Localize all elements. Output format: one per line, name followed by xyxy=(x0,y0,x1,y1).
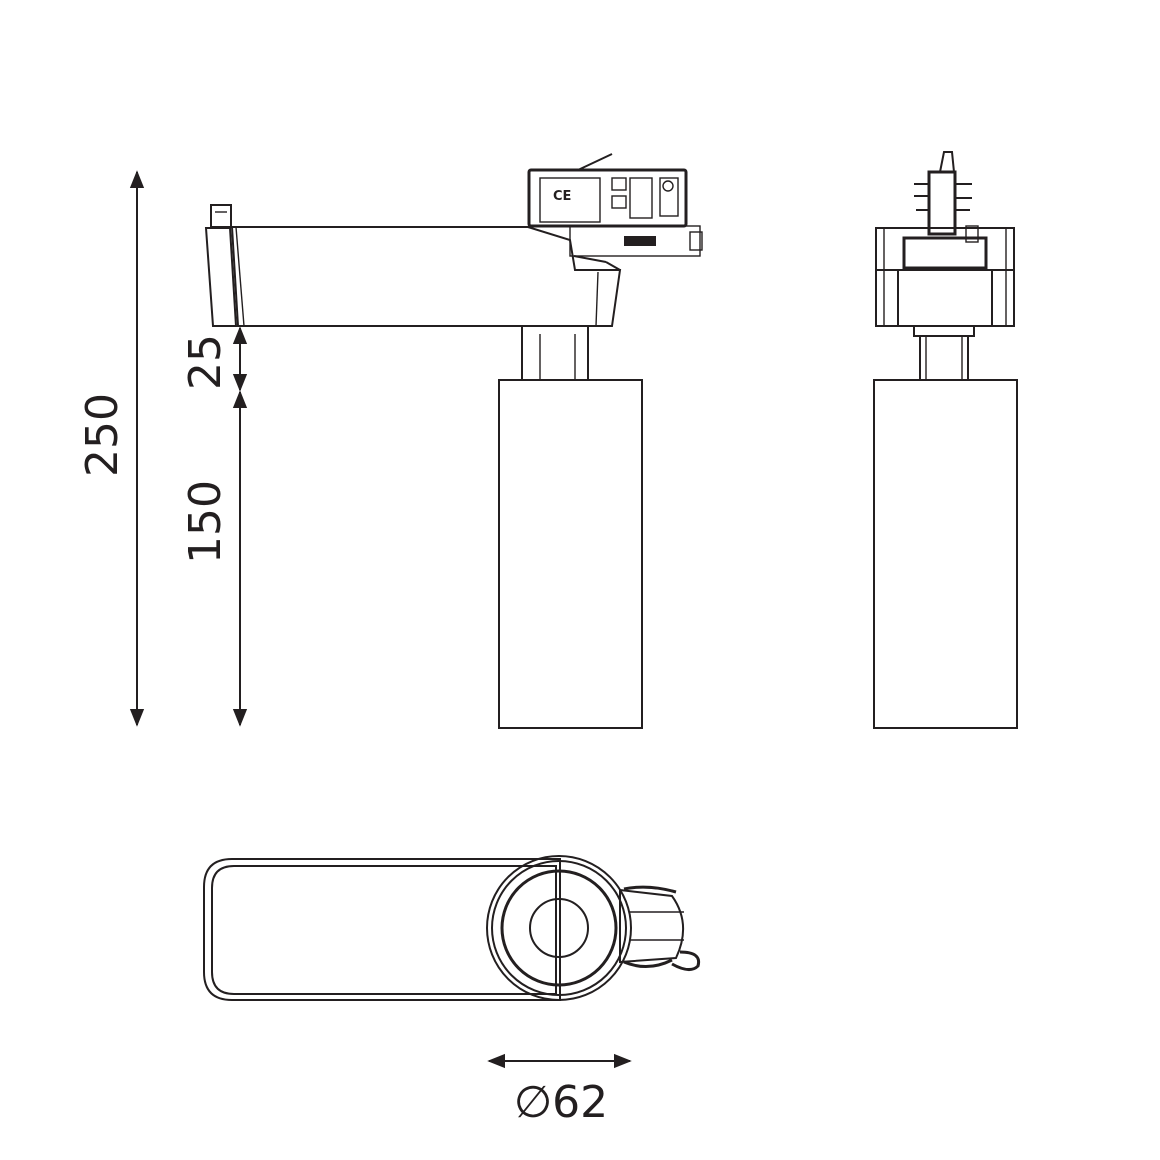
diameter-dimension: ∅62 xyxy=(487,1053,632,1128)
stem-height-label: 25 xyxy=(180,334,231,390)
end-cap xyxy=(204,227,238,327)
stem-height-dimension: 25 xyxy=(180,326,248,392)
body-height-label: 150 xyxy=(180,480,231,564)
top-housing-inner xyxy=(211,865,557,995)
side-stem xyxy=(521,325,589,381)
front-housing xyxy=(875,227,1015,327)
top-adapter xyxy=(619,885,701,971)
front-adapter xyxy=(914,151,979,243)
side-lamp-body xyxy=(498,379,643,729)
top-lamp-head xyxy=(486,855,632,1001)
front-view xyxy=(873,151,1018,729)
top-view xyxy=(203,855,701,1001)
body-height-dimension: 150 xyxy=(180,390,248,727)
diameter-label: ∅62 xyxy=(514,1077,608,1128)
side-view: CE xyxy=(204,153,703,729)
end-clip xyxy=(210,204,232,228)
overall-height-label: 250 xyxy=(77,393,128,477)
track-adapter: CE xyxy=(527,153,703,271)
front-stem xyxy=(913,325,975,381)
top-housing-outer xyxy=(203,858,561,1001)
front-lamp-body xyxy=(873,379,1018,729)
ce-mark: CE xyxy=(553,189,571,204)
lens-circle xyxy=(529,898,589,958)
driver-housing xyxy=(230,226,622,327)
overall-height-dimension: 250 xyxy=(77,170,145,727)
